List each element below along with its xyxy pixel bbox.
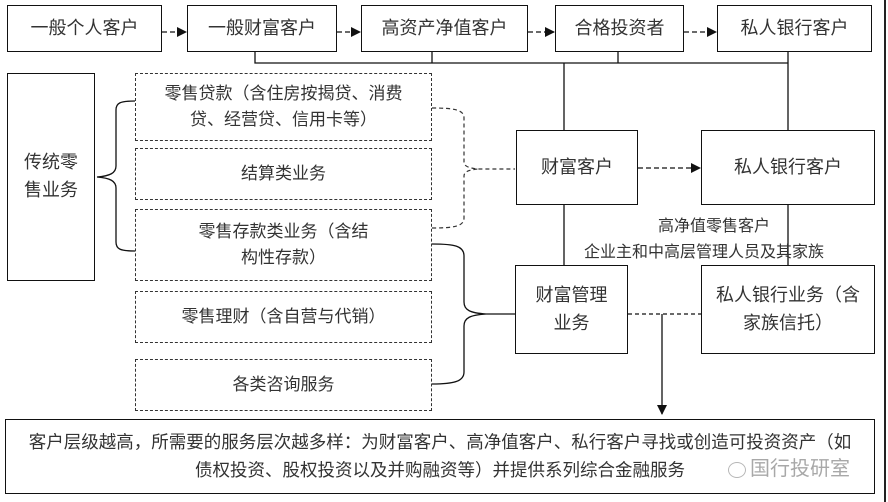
summary-box: 客户层级越高，所需要的服务层次越多样：为财富客户、高净值客户、私行客户寻找或创造… bbox=[5, 419, 875, 494]
service-label: 结算类业务 bbox=[241, 164, 326, 184]
stage-general-wealth: 一般财富客户 bbox=[187, 5, 337, 52]
wealth-management-label: 财富管理业务 bbox=[535, 284, 608, 334]
annotation-line-1: 高净值零售客户 bbox=[658, 216, 771, 235]
stage-private-bank-client: 私人银行客户 bbox=[717, 5, 872, 52]
stage-label: 合格投资者 bbox=[574, 17, 665, 39]
stage-qualified-investor: 合格投资者 bbox=[555, 5, 684, 52]
watermark-text: 国行投研室 bbox=[750, 456, 850, 480]
right-border-line bbox=[884, 0, 886, 502]
watermark: 国行投研室 bbox=[728, 452, 850, 481]
service-advisory: 各类咨询服务 bbox=[135, 359, 432, 411]
private-bank-client-label: 私人银行客户 bbox=[734, 156, 842, 178]
service-label: 零售理财（含自营与代销） bbox=[181, 307, 386, 327]
top-bus bbox=[254, 50, 789, 131]
traditional-retail-label: 传统零售业务 bbox=[24, 152, 78, 201]
dashed-brace bbox=[431, 107, 515, 170]
wealth-client-label: 财富客户 bbox=[541, 156, 613, 178]
annotation-line-2: 企业主和中高层管理人员及其家族 bbox=[584, 242, 825, 261]
private-bank-business-box: 私人银行业务（含家族信托） bbox=[701, 265, 875, 354]
traditional-retail-box: 传统零售业务 bbox=[7, 73, 95, 281]
service-label: 零售存款类业务（含结构性存款） bbox=[198, 222, 369, 268]
service-retail-loans: 零售贷款（含住房按揭贷、消费贷、经营贷、信用卡等） bbox=[135, 73, 432, 141]
stage-label: 一般财富客户 bbox=[208, 17, 316, 39]
right-brace bbox=[431, 243, 515, 385]
service-label: 零售贷款（含住房按揭贷、消费贷、经营贷、信用卡等） bbox=[164, 84, 403, 130]
service-retail-deposits: 零售存款类业务（含结构性存款） bbox=[135, 209, 432, 281]
stage-high-net-worth: 高资产净值客户 bbox=[361, 5, 528, 52]
left-brace bbox=[96, 100, 136, 252]
summary-text: 客户层级越高，所需要的服务层次越多样：为财富客户、高净值客户、私行客户寻找或创造… bbox=[28, 432, 852, 481]
stage-label: 私人银行客户 bbox=[740, 17, 849, 39]
service-label: 各类咨询服务 bbox=[232, 375, 335, 395]
stage-label: 高资产净值客户 bbox=[381, 17, 508, 39]
private-bank-business-label: 私人银行业务（含家族信托） bbox=[716, 284, 860, 334]
wealth-management-box: 财富管理业务 bbox=[515, 265, 628, 354]
private-bank-client-box: 私人银行客户 bbox=[701, 130, 875, 205]
stage-general-individual: 一般个人客户 bbox=[7, 5, 162, 52]
service-settlement: 结算类业务 bbox=[135, 148, 432, 200]
stage-label: 一般个人客户 bbox=[30, 17, 139, 39]
wealth-client-box: 财富客户 bbox=[516, 130, 638, 205]
wechat-icon bbox=[728, 461, 746, 478]
service-retail-wealth-products: 零售理财（含自营与代销） bbox=[135, 291, 432, 343]
